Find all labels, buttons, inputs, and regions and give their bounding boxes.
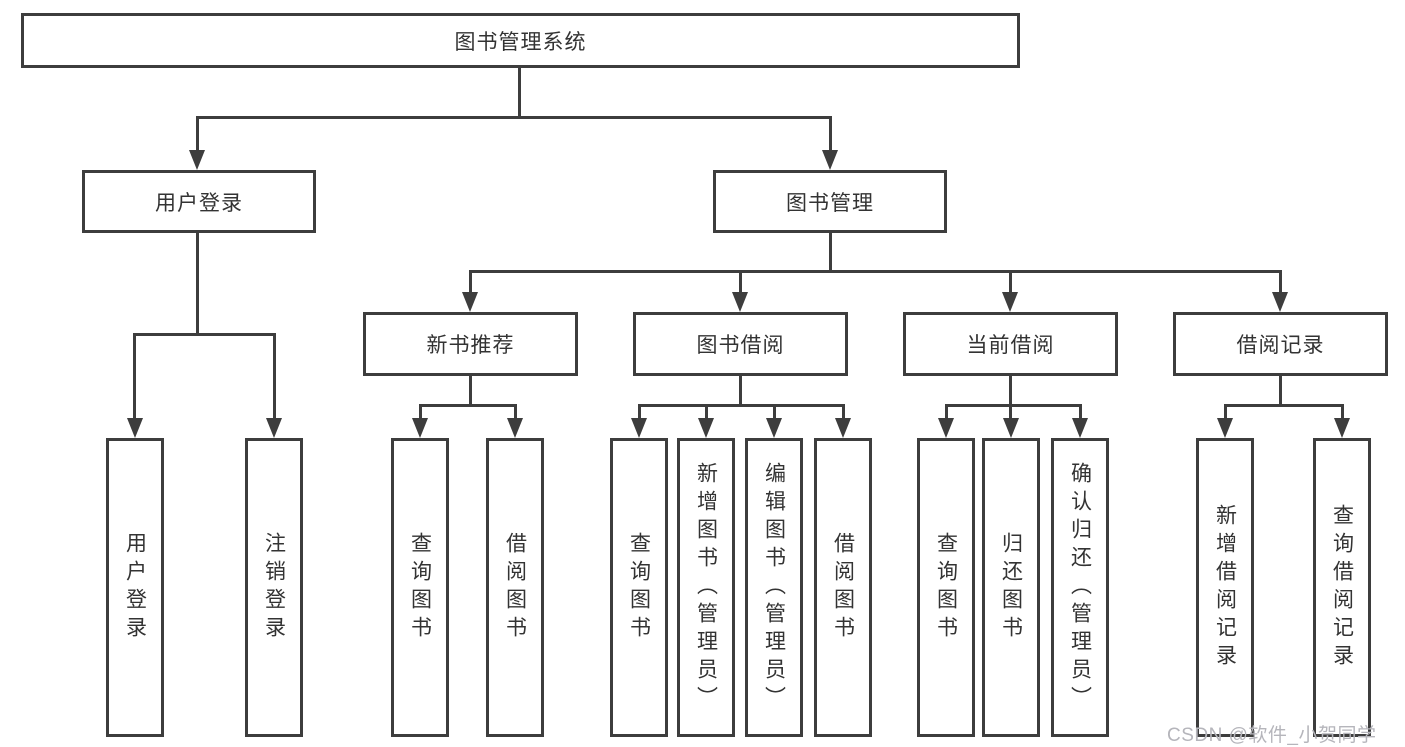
connector-line xyxy=(196,116,199,154)
leaf-return-book: 归还图书 xyxy=(982,438,1040,737)
connector-line xyxy=(945,404,1082,407)
node-user-login: 用户登录 xyxy=(82,170,316,233)
leaf-label: 归还图书 xyxy=(999,531,1023,644)
arrow-down-icon xyxy=(1072,418,1088,438)
node-borrowing-records: 借阅记录 xyxy=(1173,312,1388,376)
connector-line xyxy=(469,376,472,406)
connector-line xyxy=(273,333,276,422)
arrow-down-icon xyxy=(412,418,428,438)
connector-line xyxy=(829,233,832,272)
connector-line xyxy=(133,333,276,336)
leaf-label: 借阅图书 xyxy=(831,531,855,644)
leaf-label: 确认归还（管理员） xyxy=(1068,461,1092,714)
connector-line xyxy=(829,116,832,154)
connector-line xyxy=(739,270,742,294)
connector-line xyxy=(842,404,845,422)
connector-line xyxy=(638,404,845,407)
connector-line xyxy=(133,333,136,422)
connector-line xyxy=(1009,404,1012,422)
connector-line xyxy=(945,404,948,422)
arrow-down-icon xyxy=(266,418,282,438)
leaf-borrow-books-2: 借阅图书 xyxy=(814,438,872,737)
leaf-query-books-3: 查询图书 xyxy=(917,438,975,737)
connector-line xyxy=(518,68,521,118)
leaf-user-login: 用户登录 xyxy=(106,438,164,737)
arrow-down-icon xyxy=(1217,418,1233,438)
leaf-label: 查询图书 xyxy=(408,531,432,644)
leaf-label: 编辑图书（管理员） xyxy=(762,461,786,714)
connector-line xyxy=(1341,404,1344,422)
connector-line xyxy=(739,376,742,406)
arrow-down-icon xyxy=(462,292,478,312)
leaf-query-borrow-record: 查询借阅记录 xyxy=(1313,438,1371,737)
connector-line xyxy=(1009,376,1012,406)
arrow-down-icon xyxy=(1003,418,1019,438)
arrow-down-icon xyxy=(835,418,851,438)
leaf-query-books: 查询图书 xyxy=(391,438,449,737)
connector-line xyxy=(638,404,641,422)
connector-line xyxy=(196,116,832,119)
node-new-book-recommendation: 新书推荐 xyxy=(363,312,578,376)
arrow-down-icon xyxy=(766,418,782,438)
leaf-borrow-books: 借阅图书 xyxy=(486,438,544,737)
leaf-label: 新增借阅记录 xyxy=(1213,503,1237,672)
connector-line xyxy=(1224,404,1344,407)
arrow-down-icon xyxy=(1334,418,1350,438)
leaf-label: 注销登录 xyxy=(262,531,286,644)
arrow-down-icon xyxy=(1002,292,1018,312)
connector-line xyxy=(1279,270,1282,294)
connector-line xyxy=(1279,376,1282,406)
connector-line xyxy=(705,404,708,422)
connector-line xyxy=(419,404,517,407)
arrow-down-icon xyxy=(822,150,838,170)
connector-line xyxy=(514,404,517,422)
leaf-add-borrow-record: 新增借阅记录 xyxy=(1196,438,1254,737)
leaf-logout: 注销登录 xyxy=(245,438,303,737)
connector-line xyxy=(1079,404,1082,422)
node-book-borrowing: 图书借阅 xyxy=(633,312,848,376)
watermark: CSDN @软件_小贺同学 xyxy=(1167,725,1377,746)
node-current-borrowing: 当前借阅 xyxy=(903,312,1118,376)
node-library-system: 图书管理系统 xyxy=(21,13,1020,68)
leaf-confirm-return-admin: 确认归还（管理员） xyxy=(1051,438,1109,737)
connector-line xyxy=(469,270,1282,273)
arrow-down-icon xyxy=(938,418,954,438)
leaf-label: 新增图书（管理员） xyxy=(694,461,718,714)
arrow-down-icon xyxy=(698,418,714,438)
node-book-management: 图书管理 xyxy=(713,170,947,233)
arrow-down-icon xyxy=(507,418,523,438)
leaf-label: 借阅图书 xyxy=(503,531,527,644)
connector-line xyxy=(196,233,199,336)
connector-line xyxy=(1224,404,1227,422)
connector-line xyxy=(419,404,422,422)
arrow-down-icon xyxy=(631,418,647,438)
leaf-query-books-2: 查询图书 xyxy=(610,438,668,737)
connector-line xyxy=(773,404,776,422)
leaf-label: 查询图书 xyxy=(627,531,651,644)
leaf-label: 查询借阅记录 xyxy=(1330,503,1354,672)
leaf-edit-book-admin: 编辑图书（管理员） xyxy=(745,438,803,737)
arrow-down-icon xyxy=(189,150,205,170)
leaf-add-book-admin: 新增图书（管理员） xyxy=(677,438,735,737)
leaf-label: 查询图书 xyxy=(934,531,958,644)
leaf-label: 用户登录 xyxy=(123,531,147,644)
arrow-down-icon xyxy=(1272,292,1288,312)
arrow-down-icon xyxy=(732,292,748,312)
connector-line xyxy=(1009,270,1012,294)
arrow-down-icon xyxy=(127,418,143,438)
connector-line xyxy=(469,270,472,294)
